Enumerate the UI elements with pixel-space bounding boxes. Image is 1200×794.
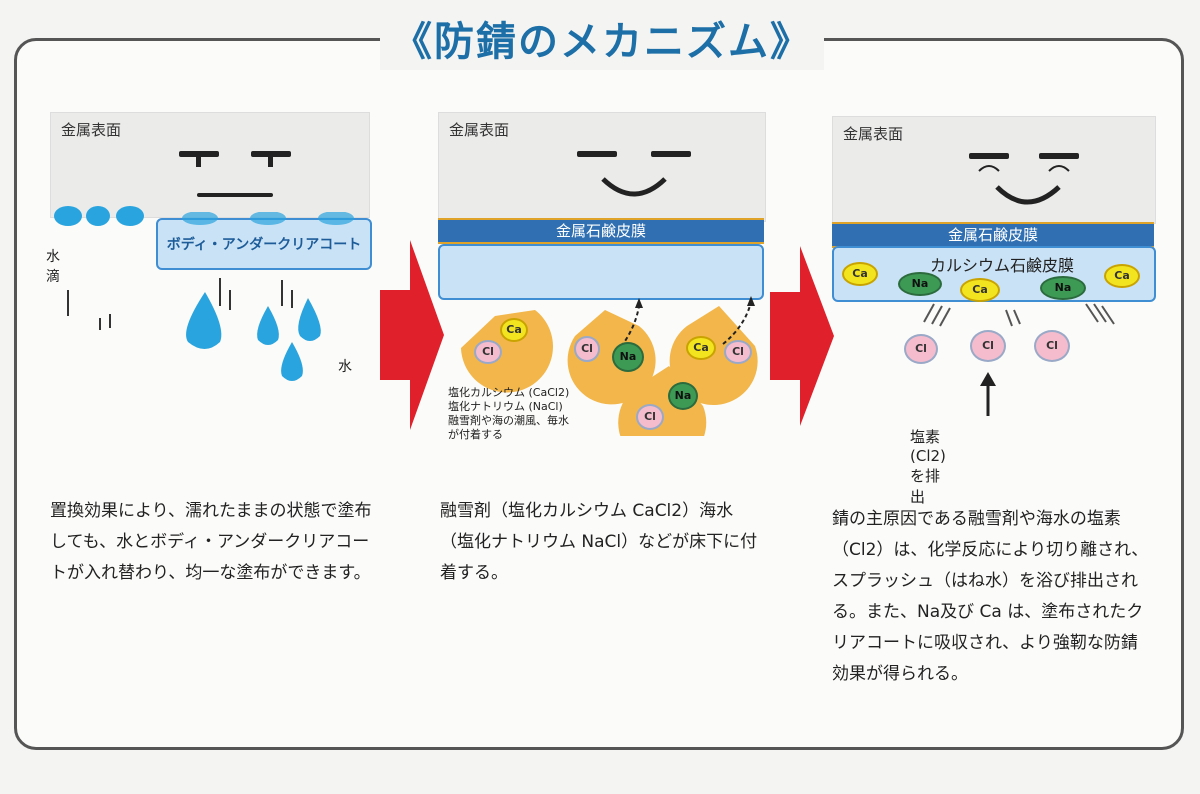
- water-drops-icon: [67, 278, 321, 381]
- legend-line-deicer: 融雪剤や海の潮風、毎水: [448, 414, 569, 427]
- left-eye-stem: [196, 153, 201, 167]
- sodium-ion: Na: [668, 382, 698, 410]
- clear-coat-layer: [438, 244, 764, 300]
- metal-surface-label: 金属表面: [449, 121, 510, 139]
- panel-3-description: 錆の主原因である融雪剤や海水の塩素（Cl2）は、化学反応により切り離され、スプラ…: [832, 509, 1149, 684]
- calcium-ion: Ca: [686, 336, 716, 360]
- chloride-ion: Cl: [636, 404, 664, 430]
- metal-soap-film: 金属石鹸皮膜: [438, 218, 764, 244]
- step-arrow-1-icon: [380, 240, 444, 430]
- chloride-ion: Cl: [904, 334, 938, 364]
- chlorine-exhaust-label: 塩素 (Cl2) を排出: [910, 428, 946, 506]
- replaced-water-icon: [182, 212, 354, 225]
- mouth-flat: [197, 193, 273, 197]
- metal-soap-film: 金属石鹸皮膜: [832, 222, 1154, 248]
- water-label: 水: [338, 359, 352, 375]
- sodium-ion: Na: [612, 342, 644, 372]
- panel-1-description: 置換効果により、濡れたままの状態で塗布しても、水とボディ・アンダークリアコートが…: [50, 501, 372, 583]
- calcium-ion: Ca: [960, 278, 1000, 302]
- panel-2-description: 融雪剤（塩化カルシウム CaCl2）海水（塩化ナトリウム NaCl）などが床下に…: [440, 501, 758, 583]
- legend-line-adhere: が付着する: [448, 428, 503, 441]
- left-eye: [969, 153, 1009, 159]
- calcium-soap-layer: カルシウム石鹸皮膜: [832, 246, 1156, 302]
- calcium-ion: Ca: [842, 262, 878, 286]
- metal-surface: 金属表面: [50, 112, 370, 218]
- happy-face-detail: [978, 165, 1070, 205]
- right-eye: [651, 151, 691, 157]
- chloride-ion: Cl: [970, 330, 1006, 362]
- legend-line-sodium-chloride: 塩化ナトリウム (NaCl): [448, 400, 563, 413]
- chloride-ion: Cl: [474, 340, 502, 364]
- salt-legend: 塩化カルシウム (CaCl2) 塩化ナトリウム (NaCl) 融雪剤や海の潮風、…: [448, 386, 618, 442]
- step-arrow-2-icon: [770, 246, 834, 426]
- metal-surface-label: 金属表面: [843, 125, 904, 143]
- diagram-title: 《防錆のメカニズム》: [380, 14, 824, 70]
- right-eye-stem: [268, 153, 273, 167]
- calcium-soap-label: カルシウム石鹸皮膜: [930, 256, 1075, 275]
- chloride-ion: Cl: [1034, 330, 1070, 362]
- metal-surface: 金属表面: [438, 112, 766, 222]
- chloride-ion: Cl: [574, 336, 600, 362]
- sodium-ion: Na: [1040, 276, 1086, 300]
- water-drop-cluster-icon: [54, 206, 144, 226]
- metal-surface: 金属表面: [832, 116, 1156, 224]
- splash-lines-icon: [923, 303, 1115, 327]
- legend-line-calcium-chloride: 塩化カルシウム (CaCl2): [448, 386, 570, 399]
- calcium-ion: Ca: [500, 318, 528, 342]
- chloride-ion: Cl: [724, 340, 752, 364]
- clear-coat-label: ボディ・アンダークリアコート: [166, 237, 362, 253]
- upward-arrow-icon: [980, 372, 996, 416]
- smile-mouth: [601, 177, 667, 197]
- sodium-ion: Na: [898, 272, 942, 296]
- droplet-label: 水滴: [46, 249, 60, 285]
- metal-surface-label: 金属表面: [61, 121, 122, 139]
- right-eye: [1039, 153, 1079, 159]
- left-eye: [577, 151, 617, 157]
- calcium-ion: Ca: [1104, 264, 1140, 288]
- salt-fan-icon: [461, 296, 758, 436]
